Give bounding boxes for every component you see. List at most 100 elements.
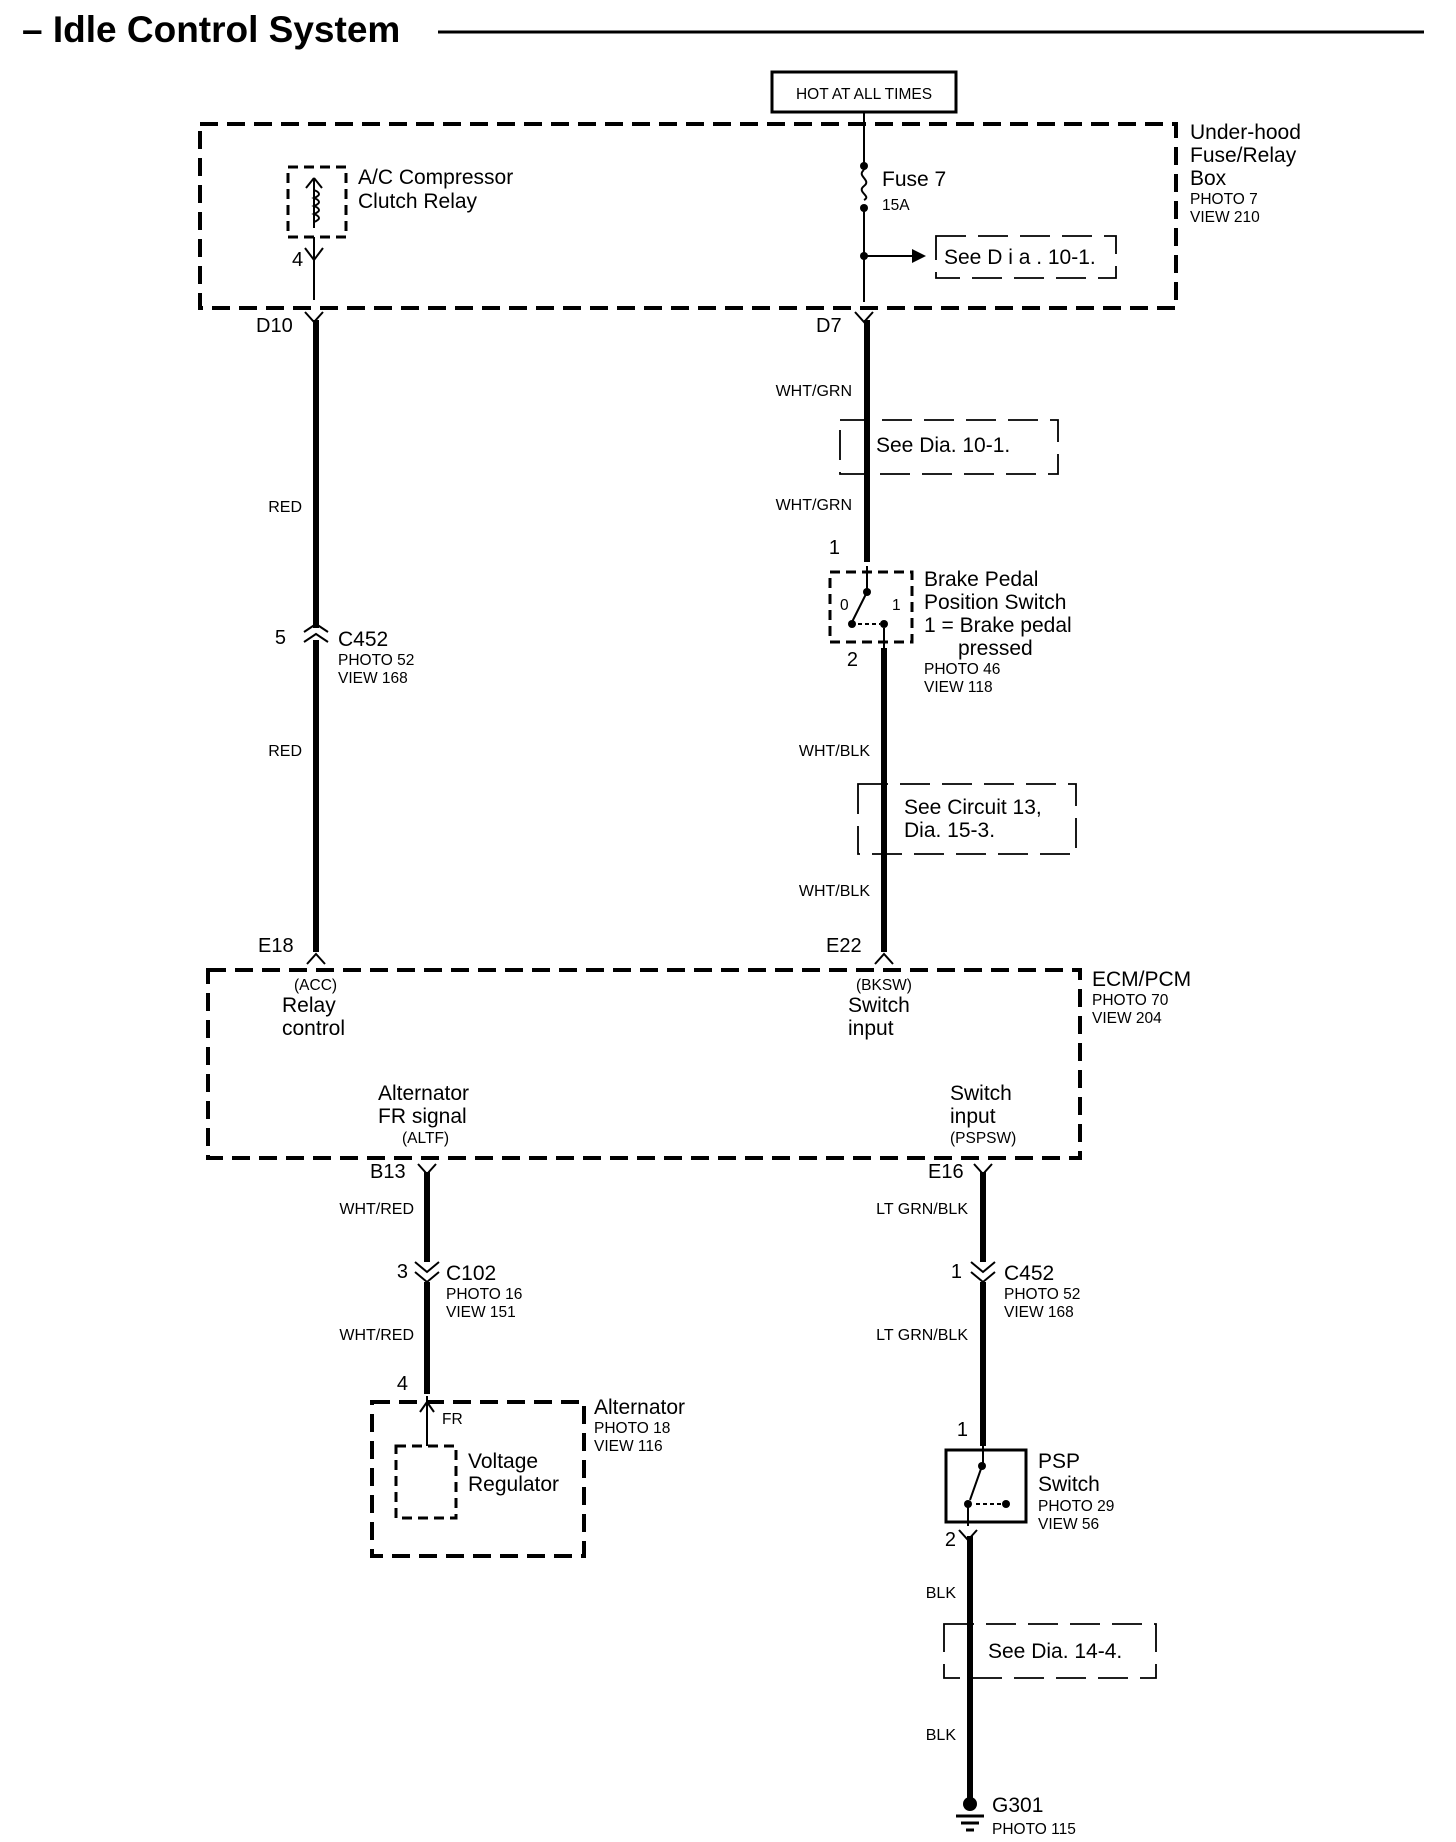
- svg-text:PHOTO 70: PHOTO 70: [1092, 992, 1169, 1009]
- svg-text:1 = Brake pedal: 1 = Brake pedal: [924, 614, 1072, 637]
- svg-text:G301: G301: [992, 1794, 1043, 1817]
- svg-text:See Dia. 14-4.: See Dia. 14-4.: [988, 1640, 1122, 1663]
- svg-text:VIEW 116: VIEW 116: [594, 1438, 663, 1455]
- terminal-e16: E16: [928, 1161, 964, 1183]
- svg-text:PHOTO 7: PHOTO 7: [1190, 191, 1258, 208]
- wire-color-wht-red-1: WHT/RED: [339, 1201, 414, 1218]
- ecm-e22-switch-input: (BKSW) Switch input: [848, 977, 912, 1040]
- svg-text:4: 4: [292, 249, 303, 271]
- ref-see-dia-10-1: See Dia. 10-1.: [839, 419, 1059, 475]
- alternator: FR Voltage Regulator Alternator PHOTO 18…: [370, 1396, 685, 1558]
- svg-text:1: 1: [951, 1261, 962, 1283]
- brake-pedal-position-switch: 0 1 Brake Pedal Position Switch 1 = Brak…: [828, 566, 1072, 696]
- svg-text:Voltage: Voltage: [468, 1450, 538, 1473]
- svg-text:VIEW 118: VIEW 118: [924, 679, 993, 696]
- svg-text:C102: C102: [446, 1262, 496, 1285]
- wire-color-wht-grn-1: WHT/GRN: [776, 383, 852, 400]
- svg-text:1: 1: [892, 597, 901, 614]
- svg-text:VIEW 210: VIEW 210: [1190, 209, 1260, 226]
- svg-text:control: control: [282, 1017, 345, 1040]
- svg-text:PHOTO 52: PHOTO 52: [338, 652, 414, 669]
- svg-text:See D i a . 10-1.: See D i a . 10-1.: [944, 246, 1096, 269]
- svg-text:VIEW 151: VIEW 151: [446, 1304, 516, 1321]
- svg-text:See Dia. 10-1.: See Dia. 10-1.: [876, 434, 1010, 457]
- fuse-icon: [860, 169, 868, 201]
- svg-text:Fuse 7: Fuse 7: [882, 168, 946, 191]
- ref-see-dia-14-4: See Dia. 14-4.: [943, 1623, 1157, 1679]
- psp-switch-blade-icon: [969, 1465, 983, 1501]
- terminal-e22-icon: [874, 952, 894, 965]
- ref-see-circuit-13: See Circuit 13, Dia. 15-3.: [857, 783, 1077, 855]
- wire-color-lt-grn-blk-2: LT GRN/BLK: [876, 1327, 968, 1344]
- svg-text:(ALTF): (ALTF): [402, 1130, 449, 1147]
- svg-text:Switch: Switch: [848, 994, 910, 1017]
- svg-text:Fuse/Relay: Fuse/Relay: [1190, 144, 1297, 167]
- svg-text:A/C Compressor: A/C Compressor: [358, 166, 513, 189]
- page-title: – Idle Control System: [22, 9, 400, 50]
- terminal-e18-icon: [306, 952, 326, 965]
- svg-text:VIEW 168: VIEW 168: [338, 670, 408, 687]
- psp-switch: PSP Switch PHOTO 29 VIEW 56: [944, 1446, 1114, 1533]
- ground-g301: G301 PHOTO 115: [956, 1794, 1076, 1838]
- svg-text:(ACC): (ACC): [294, 977, 337, 994]
- fuse-relay-box-label: Under-hood Fuse/Relay Box PHOTO 7 VIEW 2…: [1190, 121, 1301, 226]
- fr-arrow-icon: [419, 1400, 435, 1413]
- connector-c452-left: 5 C452 PHOTO 52 VIEW 168: [275, 622, 414, 687]
- svg-text:PHOTO 46: PHOTO 46: [924, 661, 1000, 678]
- svg-text:Alternator: Alternator: [378, 1082, 469, 1105]
- svg-text:input: input: [950, 1105, 996, 1128]
- svg-text:See Circuit 13,: See Circuit 13,: [904, 796, 1042, 819]
- relay-coil-icon: [311, 189, 320, 223]
- terminal-e22: E22: [826, 935, 862, 957]
- relay-coil-box: [286, 165, 348, 239]
- svg-text:PHOTO 115: PHOTO 115: [992, 1821, 1076, 1838]
- svg-text:PSP: PSP: [1038, 1450, 1080, 1473]
- svg-text:(BKSW): (BKSW): [856, 977, 912, 994]
- wire-color-red-lower: RED: [268, 743, 302, 760]
- svg-text:Box: Box: [1190, 167, 1227, 190]
- svg-text:C452: C452: [1004, 1262, 1054, 1285]
- wire-color-wht-red-2: WHT/RED: [339, 1327, 414, 1344]
- brake-switch-pin-2: 2: [847, 649, 858, 671]
- terminal-b13: B13: [370, 1161, 406, 1183]
- wire-color-wht-blk-1: WHT/BLK: [799, 743, 870, 760]
- svg-text:VIEW 56: VIEW 56: [1038, 1516, 1099, 1533]
- wire-color-blk-2: BLK: [926, 1727, 957, 1744]
- svg-text:Switch: Switch: [1038, 1473, 1100, 1496]
- svg-text:FR signal: FR signal: [378, 1105, 467, 1128]
- ecm-pcm-outline: [206, 968, 1082, 1160]
- brake-switch-pin-1: 1: [829, 537, 840, 559]
- psp-switch-pin-1: 1: [957, 1419, 968, 1441]
- ecm-b13-alternator-fr-signal: Alternator FR signal (ALTF): [378, 1082, 469, 1147]
- terminal-e18: E18: [258, 935, 294, 957]
- connector-c452-right: 1 C452 PHOTO 52 VIEW 168: [951, 1261, 1081, 1321]
- wire-color-lt-grn-blk-1: LT GRN/BLK: [876, 1201, 968, 1218]
- svg-text:5: 5: [275, 627, 286, 649]
- svg-text:input: input: [848, 1017, 894, 1040]
- svg-text:Position Switch: Position Switch: [924, 591, 1066, 614]
- wire-color-blk-1: BLK: [926, 1585, 957, 1602]
- svg-text:PHOTO 29: PHOTO 29: [1038, 1498, 1114, 1515]
- svg-text:PHOTO 16: PHOTO 16: [446, 1286, 522, 1303]
- svg-text:Relay: Relay: [282, 994, 336, 1017]
- fuse-ref-see-dia: See D i a . 10-1.: [935, 235, 1117, 279]
- switch-blade-icon: [851, 591, 868, 623]
- svg-text:Switch: Switch: [950, 1082, 1012, 1105]
- svg-text:Brake Pedal: Brake Pedal: [924, 568, 1038, 591]
- svg-text:pressed: pressed: [958, 637, 1033, 660]
- svg-text:FR: FR: [442, 1411, 463, 1428]
- svg-text:Under-hood: Under-hood: [1190, 121, 1301, 144]
- svg-text:Clutch Relay: Clutch Relay: [358, 190, 478, 213]
- svg-text:PHOTO 18: PHOTO 18: [594, 1420, 670, 1437]
- svg-text:Dia. 15-3.: Dia. 15-3.: [904, 819, 995, 842]
- svg-text:ECM/PCM: ECM/PCM: [1092, 968, 1191, 991]
- svg-text:HOT AT ALL TIMES: HOT AT ALL TIMES: [796, 86, 932, 103]
- svg-text:15A: 15A: [882, 197, 910, 214]
- wire-color-red-upper: RED: [268, 499, 302, 516]
- fuse-7: Fuse 7 15A: [860, 124, 946, 302]
- alternator-pin-4: 4: [397, 1373, 408, 1395]
- wire-color-wht-blk-2: WHT/BLK: [799, 883, 870, 900]
- voltage-regulator-box: [394, 1444, 458, 1520]
- svg-text:VIEW 204: VIEW 204: [1092, 1010, 1162, 1027]
